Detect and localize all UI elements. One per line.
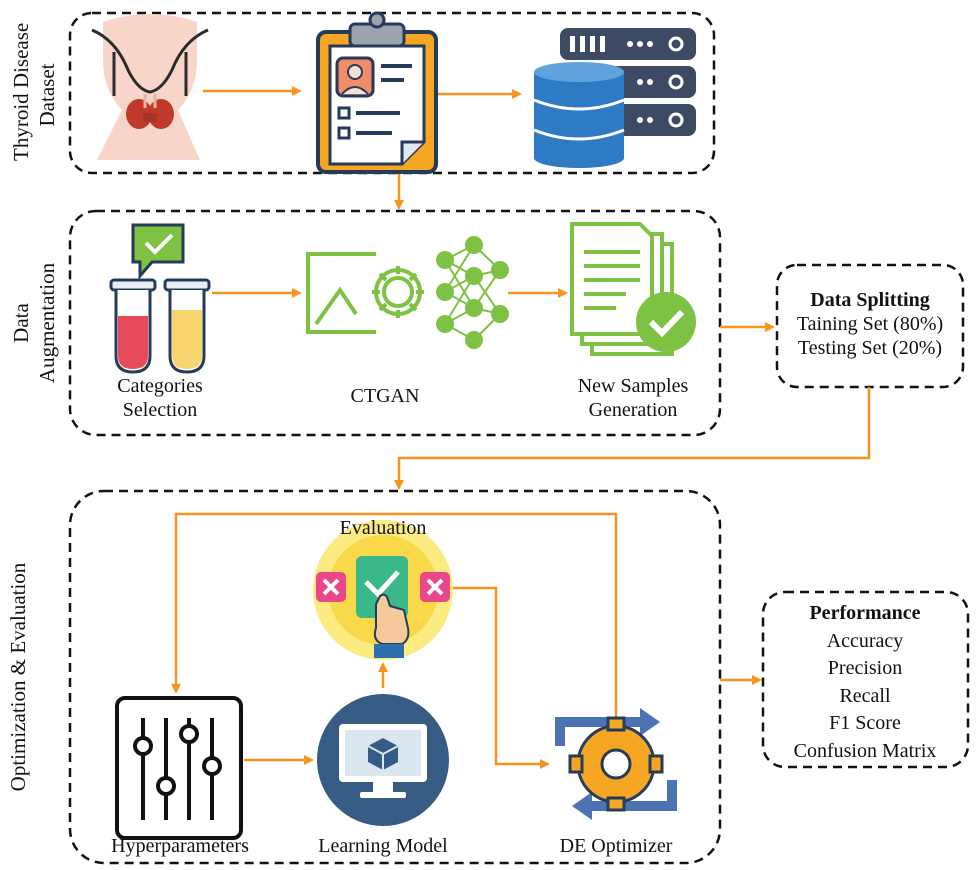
performance-title: Performance <box>809 602 921 624</box>
data-splitting-box: Data Splitting Taining Set (80%) Testing… <box>779 288 961 360</box>
optimization-section-title: Optimization & Evaluation <box>6 562 30 792</box>
learning-model-label: Learning Model <box>318 835 448 857</box>
augmentation-section-title: Data Augmentation <box>9 262 59 384</box>
dataset-section-title: Thyroid Disease Dataset <box>9 22 59 161</box>
metric-f1-score: F1 Score <box>829 712 901 734</box>
new-samples-icon <box>570 222 696 356</box>
test-tubes-icon <box>109 223 211 374</box>
connector-arrows <box>171 86 871 769</box>
arrow-splitting-to-optimization <box>394 387 871 490</box>
ctgan-icon <box>306 236 509 349</box>
new-samples-label: New Samples Generation <box>577 375 689 421</box>
augmentation-frame <box>68 209 722 437</box>
categories-selection-label: Categories Selection <box>117 375 203 421</box>
testing-set-line: Testing Set (20%) <box>797 337 943 359</box>
optimization-frame <box>68 489 722 865</box>
thyroid-neck-icon <box>91 14 209 160</box>
metric-accuracy: Accuracy <box>826 629 904 652</box>
arrow-evaluation-to-optimizer <box>452 586 550 769</box>
performance-frame <box>761 590 970 769</box>
metric-confusion-matrix: Confusion Matrix <box>793 739 937 762</box>
performance-box: Performance Accuracy Precision Recall F1… <box>765 600 965 765</box>
evaluation-icon <box>313 520 453 660</box>
hyperparameters-sliders-icon <box>115 696 243 840</box>
de-optimizer-gear-icon <box>555 708 677 820</box>
ctgan-label: CTGAN <box>350 385 420 407</box>
data-splitting-title: Data Splitting <box>810 289 930 311</box>
metric-recall: Recall <box>839 684 891 707</box>
training-set-line: Taining Set (80%) <box>796 313 944 335</box>
arrow-optimizer-loop-to-hyperparameters <box>171 512 618 743</box>
clipboard-icon <box>316 11 438 174</box>
database-server-icon <box>533 28 696 168</box>
learning-model-icon <box>317 694 449 826</box>
metric-precision: Precision <box>827 657 903 679</box>
hyperparameters-label: Hyperparameters <box>111 835 249 857</box>
evaluation-label: Evaluation <box>339 517 427 539</box>
de-optimizer-label: DE Optimizer <box>559 835 673 857</box>
